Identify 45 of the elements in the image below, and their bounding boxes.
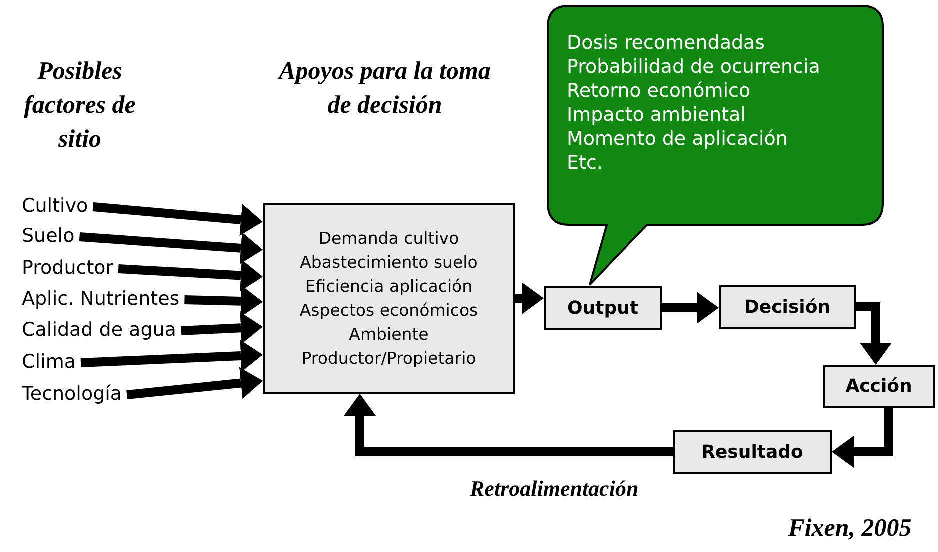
heading: Apoyos para la toma de decisión xyxy=(276,57,492,121)
box-text: Acción xyxy=(846,376,912,397)
arrow xyxy=(662,292,719,324)
process-box xyxy=(544,286,662,330)
arrow xyxy=(515,282,544,314)
box-text: Output xyxy=(567,298,639,318)
box-text: Productor/Propietario xyxy=(302,348,476,370)
process-box xyxy=(823,365,935,408)
callout-text: Impacto ambiental xyxy=(567,103,747,127)
factor-label: Cultivo xyxy=(22,194,88,218)
box-text: Abastecimiento suelo xyxy=(300,252,478,274)
factor-label: Suelo xyxy=(22,224,75,248)
arrow xyxy=(80,340,263,372)
arrow xyxy=(856,302,892,365)
heading: Posibles factores de sitio xyxy=(23,57,137,155)
factor-label: Productor xyxy=(22,256,114,280)
box-text: Decisión xyxy=(744,296,831,318)
citation-text: Fixen, 2005 xyxy=(787,514,913,544)
callout-text: Probabilidad de ocurrencia xyxy=(567,55,820,79)
factor-label: Clima xyxy=(22,350,76,374)
speech-bubble xyxy=(547,5,885,287)
factor-label: Tecnología xyxy=(22,382,122,406)
box-text: Demanda cultivo xyxy=(318,228,460,250)
process-box xyxy=(673,430,832,474)
box-text: Resultado xyxy=(702,442,804,462)
factor-label: Aplic. Nutrientes xyxy=(22,287,180,311)
process-box xyxy=(263,203,515,394)
arrow xyxy=(92,202,263,236)
box-text: Eficiencia aplicación xyxy=(305,276,473,298)
callout-text: Momento de aplicación xyxy=(567,127,789,151)
arrow xyxy=(181,312,263,344)
process-box xyxy=(719,285,856,329)
arrow xyxy=(184,285,263,318)
factor-label: Calidad de agua xyxy=(22,318,176,342)
box-text: Aspectos económicos xyxy=(300,300,478,322)
arrow xyxy=(832,408,894,468)
arrow xyxy=(79,232,263,264)
arrow xyxy=(126,367,263,400)
callout-text: Etc. xyxy=(567,151,604,175)
callout-text: Dosis recomendadas xyxy=(567,31,766,55)
edge-label: Retroalimentación xyxy=(470,475,639,503)
callout-text: Retorno económico xyxy=(567,79,752,103)
arrow xyxy=(118,260,263,292)
box-text: Ambiente xyxy=(349,324,429,346)
arrow xyxy=(344,394,673,456)
